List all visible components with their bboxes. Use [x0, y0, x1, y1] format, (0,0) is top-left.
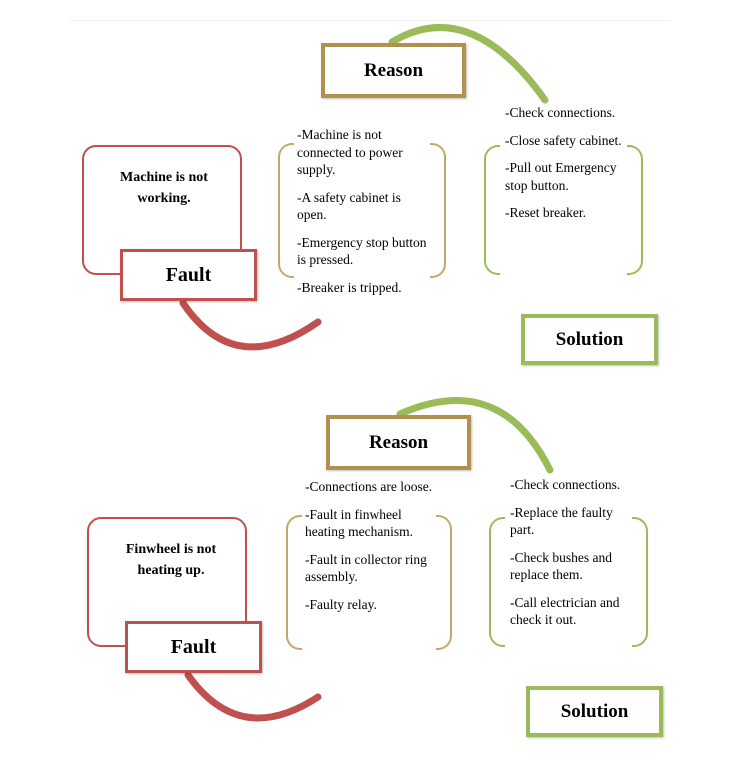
solutions-list: -Check connections. -Close safety cabine…	[505, 104, 623, 232]
reason-label: Reason	[326, 415, 471, 470]
fault-to-reason-arc-1	[179, 299, 322, 351]
solution-item: -Call electrician and check it out.	[510, 594, 620, 628]
solution-item: -Replace the faulty part.	[510, 504, 613, 538]
reasons-brace-left	[278, 143, 294, 278]
solutions-brace-left	[489, 517, 505, 647]
reason-item: -Fault in collector ring assembly.	[305, 551, 427, 585]
reason-item: -Breaker is tripped.	[297, 279, 402, 295]
top-rule	[70, 20, 670, 21]
solution-item: -Close safety cabinet.	[505, 132, 622, 148]
solutions-brace-right	[627, 145, 643, 275]
reason-item: -Fault in finwheel heating mechanism.	[305, 506, 413, 540]
reason-to-solution-arc-1	[388, 24, 549, 104]
reasons-brace-right	[436, 515, 452, 650]
problem-text: Finwheel is not heating up.	[125, 542, 217, 578]
reason-to-solution-arc-2	[396, 397, 554, 474]
fault-label: Fault	[120, 249, 257, 301]
reason-item: -Machine is not connected to power suppl…	[297, 127, 403, 177]
solution-item: -Pull out Emergency stop button.	[505, 160, 617, 193]
reason-item: -Emergency stop button is pressed.	[297, 234, 427, 268]
solution-item: -Reset breaker.	[505, 205, 586, 220]
reason-item: -Faulty relay.	[305, 596, 377, 612]
solution-item: -Check bushes and replace them.	[510, 549, 612, 583]
reasons-list: -Machine is not connected to power suppl…	[297, 126, 427, 306]
solutions-brace-left	[484, 145, 500, 275]
problem-text: Machine is not working.	[120, 170, 208, 206]
solutions-brace-right	[632, 517, 648, 647]
solution-label: Solution	[526, 686, 663, 737]
solution-item: -Check connections.	[505, 105, 616, 120]
reasons-brace-left	[286, 515, 302, 650]
solution-label: Solution	[521, 314, 658, 365]
reasons-brace-right	[430, 143, 446, 278]
reasons-list: -Connections are loose. -Fault in finwhe…	[305, 478, 433, 623]
fault-to-reason-arc-2	[184, 671, 322, 722]
solutions-list: -Check connections. -Replace the faulty …	[510, 476, 630, 639]
reason-label: Reason	[321, 43, 466, 98]
fault-label: Fault	[125, 621, 262, 673]
reason-item: -Connections are loose.	[305, 479, 433, 494]
solution-item: -Check connections.	[510, 477, 621, 492]
reason-item: -A safety cabinet is open.	[297, 189, 401, 223]
